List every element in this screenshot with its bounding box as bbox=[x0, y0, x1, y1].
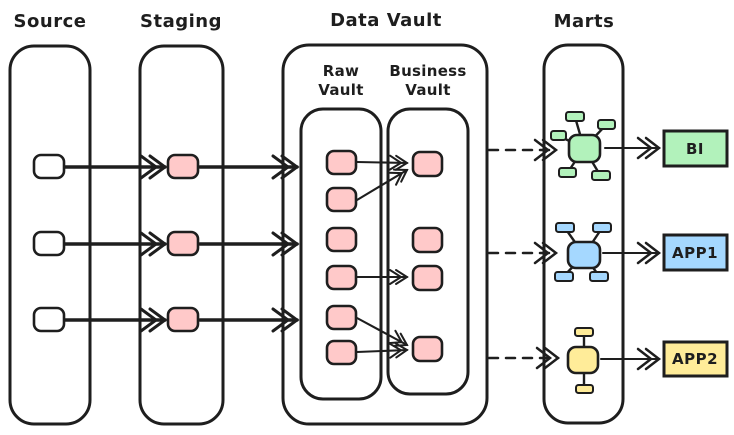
arrow-raw6-biz4 bbox=[355, 342, 409, 359]
business-vault-box-4 bbox=[411, 335, 444, 363]
source-box-1 bbox=[32, 153, 66, 180]
raw-vault-box-4 bbox=[325, 264, 358, 291]
staging-box-2 bbox=[166, 230, 200, 257]
business-vault-box-2 bbox=[411, 226, 444, 254]
output-label-app2: APP2 bbox=[672, 350, 718, 368]
staging-box-3 bbox=[166, 306, 200, 333]
arrow-raw2-biz1 bbox=[355, 168, 409, 202]
source-container bbox=[8, 44, 92, 426]
staging-title: Staging bbox=[140, 11, 222, 32]
marts-container bbox=[542, 43, 625, 425]
staging-box-1 bbox=[166, 153, 200, 180]
data-vault-container bbox=[281, 43, 489, 426]
arrow-raw1-biz1 bbox=[355, 154, 409, 171]
source-title: Source bbox=[14, 11, 87, 32]
business-vault-box-3 bbox=[411, 264, 444, 292]
raw-vault-label-line1: Raw bbox=[323, 62, 359, 80]
source-box-2 bbox=[32, 230, 66, 257]
raw-vault-container bbox=[299, 107, 383, 401]
data-vault-title: Data Vault bbox=[330, 10, 442, 31]
raw-vault-label-line2: Vault bbox=[318, 81, 363, 99]
star-schema-green-icon bbox=[550, 111, 616, 181]
raw-vault-box-3 bbox=[325, 226, 358, 253]
raw-vault-box-5 bbox=[325, 304, 358, 331]
arrow-raw5-biz4 bbox=[355, 316, 409, 347]
source-box-3 bbox=[32, 306, 66, 333]
business-vault-label-line2: Vault bbox=[405, 81, 450, 99]
business-vault-container bbox=[386, 107, 470, 396]
star-schema-yellow-icon bbox=[566, 327, 600, 394]
star-schema-blue-icon bbox=[554, 222, 612, 282]
raw-vault-box-2 bbox=[325, 186, 358, 213]
output-label-bi: BI bbox=[686, 140, 704, 158]
marts-title: Marts bbox=[554, 11, 615, 32]
business-vault-label-line1: Business bbox=[389, 62, 466, 80]
raw-vault-box-6 bbox=[325, 339, 358, 366]
output-box-app2: APP2 bbox=[662, 340, 729, 378]
output-box-app1: APP1 bbox=[662, 233, 729, 272]
business-vault-box-1 bbox=[411, 150, 444, 178]
output-box-bi: BI bbox=[662, 129, 729, 168]
output-label-app1: APP1 bbox=[672, 244, 718, 262]
raw-vault-box-1 bbox=[325, 149, 358, 176]
